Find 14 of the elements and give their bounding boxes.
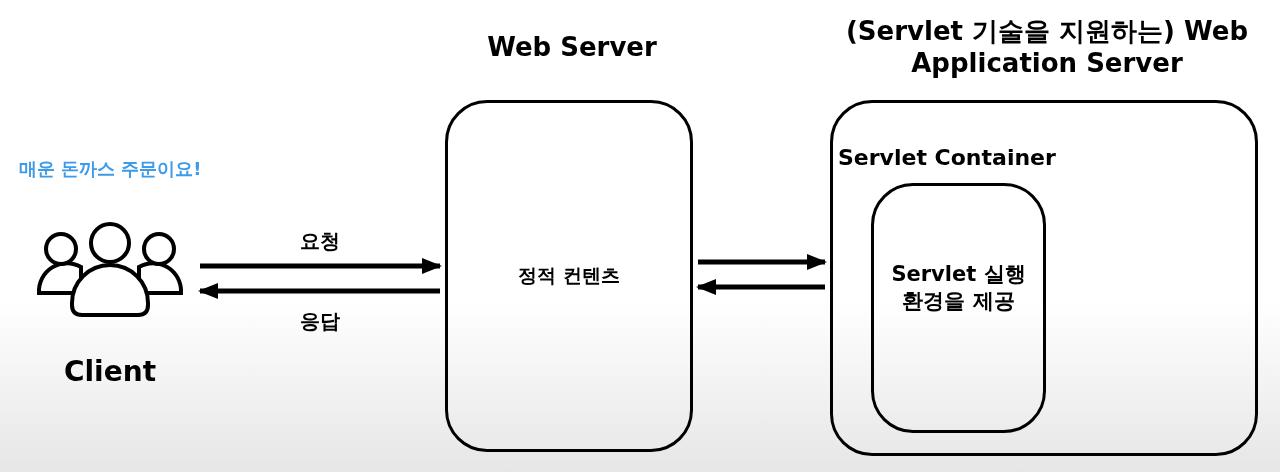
arrow <box>198 283 440 299</box>
edge-label: 응답 <box>299 308 341 335</box>
node-label: 정적 컨텐츠 <box>517 263 621 288</box>
node-label: Servlet 실행 환경을 제공 <box>890 261 1027 316</box>
arrow <box>696 279 825 295</box>
speech-text: 매운 돈까스 주문이요! <box>17 157 203 181</box>
container-label: Servlet Container <box>838 145 1056 170</box>
node-label: Client <box>62 355 158 388</box>
server-title: (Servlet 기술을 지원하는) Web Application Server <box>845 15 1249 79</box>
server-title: Web Server <box>486 31 658 63</box>
edge-label: 요청 <box>299 228 341 255</box>
arrow <box>200 258 442 274</box>
arrow <box>698 254 827 270</box>
servlet-box <box>871 183 1046 433</box>
